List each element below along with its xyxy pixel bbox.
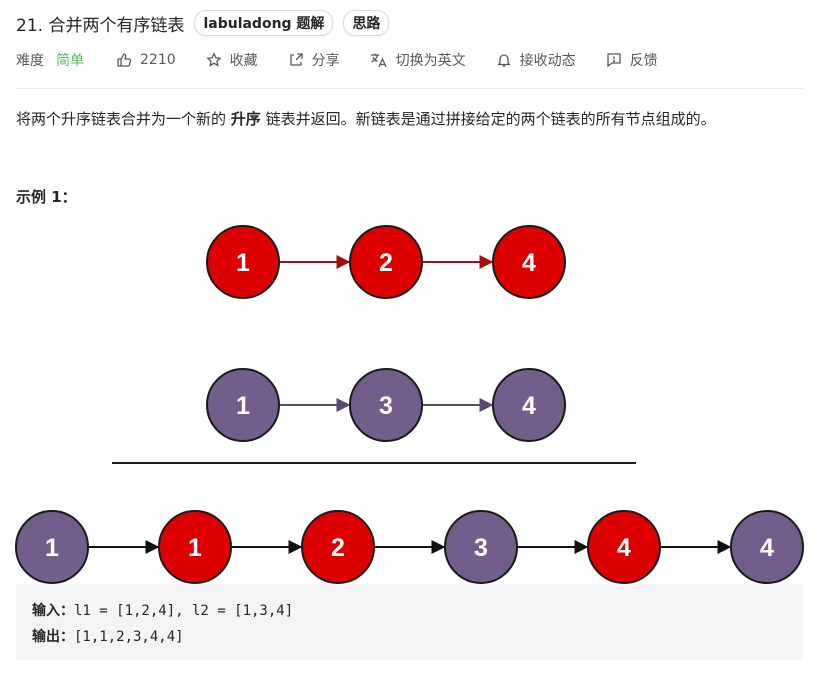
merged-node (15, 510, 89, 584)
translate-button[interactable]: 切换为英文 (370, 50, 466, 70)
list1-node-label: 4 (522, 249, 536, 277)
list1-node (206, 225, 280, 299)
share-button[interactable]: 分享 (288, 50, 340, 70)
merged-node-label: 1 (188, 534, 202, 562)
notify-button[interactable]: 接收动态 (496, 50, 576, 70)
list2-node-label: 1 (236, 392, 250, 420)
output-label: 输出： (32, 629, 74, 645)
meta-row: 难度 简单 2210 收藏 分享 切换为英文 接收动态 (16, 48, 688, 72)
merged-node-label: 1 (45, 534, 59, 562)
list1-node (492, 225, 566, 299)
list2-node (492, 368, 566, 442)
merged-node (730, 510, 804, 584)
problem-title: 21. 合并两个有序链表 (16, 15, 185, 36)
description-text-end: 链表并返回。新链表是通过拼接给定的两个链表的所有节点组成的。 (260, 110, 716, 128)
problem-description: 将两个升序链表合并为一个新的 升序 链表并返回。新链表是通过拼接给定的两个链表的… (16, 108, 716, 129)
difficulty-value: 简单 (56, 53, 84, 69)
list1-node-label: 1 (236, 249, 250, 277)
translate-icon (370, 53, 387, 68)
like-count: 2210 (140, 52, 176, 68)
merged-node (587, 510, 661, 584)
favorite-label: 收藏 (229, 53, 258, 69)
input-value: l1 = [1,2,4], l2 = [1,3,4] (74, 603, 294, 619)
favorite-button[interactable]: 收藏 (205, 50, 258, 70)
linked-list-figure: 1 2 4 1 3 4 1 1 2 3 4 4 (15, 225, 804, 584)
feedback-label: 反馈 (629, 53, 658, 69)
list1-node (349, 225, 423, 299)
header-divider (16, 88, 803, 89)
merged-node-label: 4 (760, 534, 774, 562)
output-value: [1,1,2,3,4,4] (74, 629, 184, 645)
feedback-icon (606, 53, 621, 68)
bell-icon (496, 54, 511, 67)
merged-node (444, 510, 518, 584)
title-row: 21. 合并两个有序链表 labuladong 题解 思路 (16, 9, 390, 37)
description-text: 将两个升序链表合并为一个新的 (16, 110, 231, 128)
thumbs-up-icon (117, 53, 132, 67)
share-icon (289, 53, 303, 66)
feedback-button[interactable]: 反馈 (606, 50, 658, 70)
description-emphasis: 升序 (230, 110, 261, 128)
merged-node (301, 510, 375, 584)
translate-label: 切换为英文 (395, 53, 466, 69)
list2-node (349, 368, 423, 442)
example-output-line: 输出：[1,1,2,3,4,4] (32, 624, 803, 650)
star-icon (205, 52, 222, 67)
example-title: 示例 1： (16, 188, 77, 206)
list1-node-label: 2 (379, 249, 393, 277)
merged-node (158, 510, 232, 584)
merged-node-label: 2 (331, 534, 345, 562)
share-label: 分享 (311, 53, 340, 69)
list2-node-label: 3 (379, 392, 393, 420)
tag-hint[interactable]: 思路 (343, 10, 390, 36)
tag-labuladong[interactable]: labuladong 题解 (194, 10, 334, 36)
example-code-block: 输入：l1 = [1,2,4], l2 = [1,3,4] 输出：[1,1,2,… (16, 584, 803, 660)
list2-node (206, 368, 280, 442)
list2-node-label: 4 (522, 392, 536, 420)
difficulty-label: 难度 (16, 53, 44, 69)
notify-label: 接收动态 (519, 53, 576, 69)
input-label: 输入： (32, 603, 74, 619)
example-input-line: 输入：l1 = [1,2,4], l2 = [1,3,4] (32, 598, 803, 624)
merged-node-label: 4 (617, 534, 631, 562)
like-button[interactable]: 2210 (116, 52, 176, 68)
merged-node-label: 3 (474, 534, 488, 562)
